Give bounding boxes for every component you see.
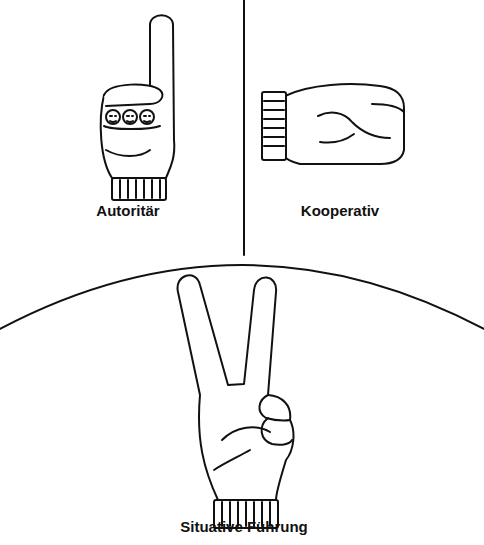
divider-arc xyxy=(0,265,484,330)
divider-line xyxy=(243,0,245,255)
style-label: Situative Führung xyxy=(180,518,308,536)
victory-hand xyxy=(178,275,294,528)
style-label: Autoritär xyxy=(96,202,159,220)
style-label: Kooperativ xyxy=(301,202,379,220)
open-hand xyxy=(262,84,404,164)
pointing-hand xyxy=(101,15,175,200)
